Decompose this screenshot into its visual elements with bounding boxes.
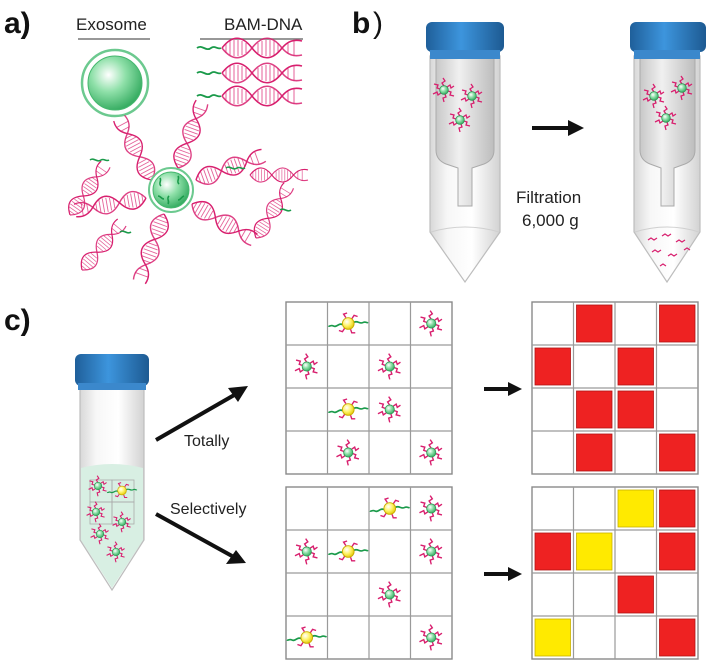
positive-well-red [617,347,654,386]
positive-well-yellow [534,618,571,657]
centrifugal-force-label: 6,000 g [522,211,579,230]
grid-total-input [285,301,453,475]
labeled-exosome-illustration [72,98,268,286]
tube-cap [630,22,706,52]
route-selectively-label: Selectively [170,501,246,518]
filtrate-free-dna [647,233,691,267]
positive-well-red [659,489,696,528]
grid-selective-output [531,486,699,660]
positive-well-red [617,575,654,614]
panel-b: b ) Filtration 6,000 g [352,7,706,284]
positive-well-yellow [576,532,613,571]
free-dna-strands [63,158,309,276]
arrow-totally [155,392,237,442]
positive-well-red [659,433,696,472]
panel-c: c) Totally Selectively [4,301,699,660]
bam-dna-legend-icon [196,37,303,107]
bam-dna-label: BAM-DNA [224,15,303,34]
exosome-legend-icon [80,48,150,118]
filtration-tube-before [426,22,504,284]
positive-well-red [534,347,571,386]
positive-well-red [617,390,654,429]
positive-well-red [576,433,613,472]
positive-well-red [659,304,696,343]
panel-a: a) Exosome BAM-DNA [4,7,309,286]
route-totally-label: Totally [184,433,229,450]
filtration-label: Filtration [516,188,581,207]
panel-a-label: a) [4,7,31,40]
exosome-label: Exosome [76,15,147,34]
positive-well-red [576,390,613,429]
positive-well-red [659,618,696,657]
arrow-to-total-readout-head [508,382,522,396]
panel-c-label: c) [4,304,31,337]
filtration-arrow-head [568,120,584,136]
sample-tube [75,354,149,592]
arrow-totally-head [228,386,248,402]
positive-well-yellow [617,489,654,528]
filtration-tube-after [630,22,706,284]
sample-liquid [81,464,143,588]
positive-well-red [659,532,696,571]
positive-well-red [576,304,613,343]
panel-b-paren: ) [373,7,383,40]
arrow-selectively-head [226,550,246,564]
tube-cap [426,22,504,52]
grid-selective-input [285,486,453,660]
panel-b-label: b [352,7,370,40]
arrow-to-selective-readout-head [508,567,522,581]
positive-well-red [534,532,571,571]
tube-cap [75,354,149,386]
grid-total-output [531,301,699,475]
arrow-selectively [155,512,233,558]
